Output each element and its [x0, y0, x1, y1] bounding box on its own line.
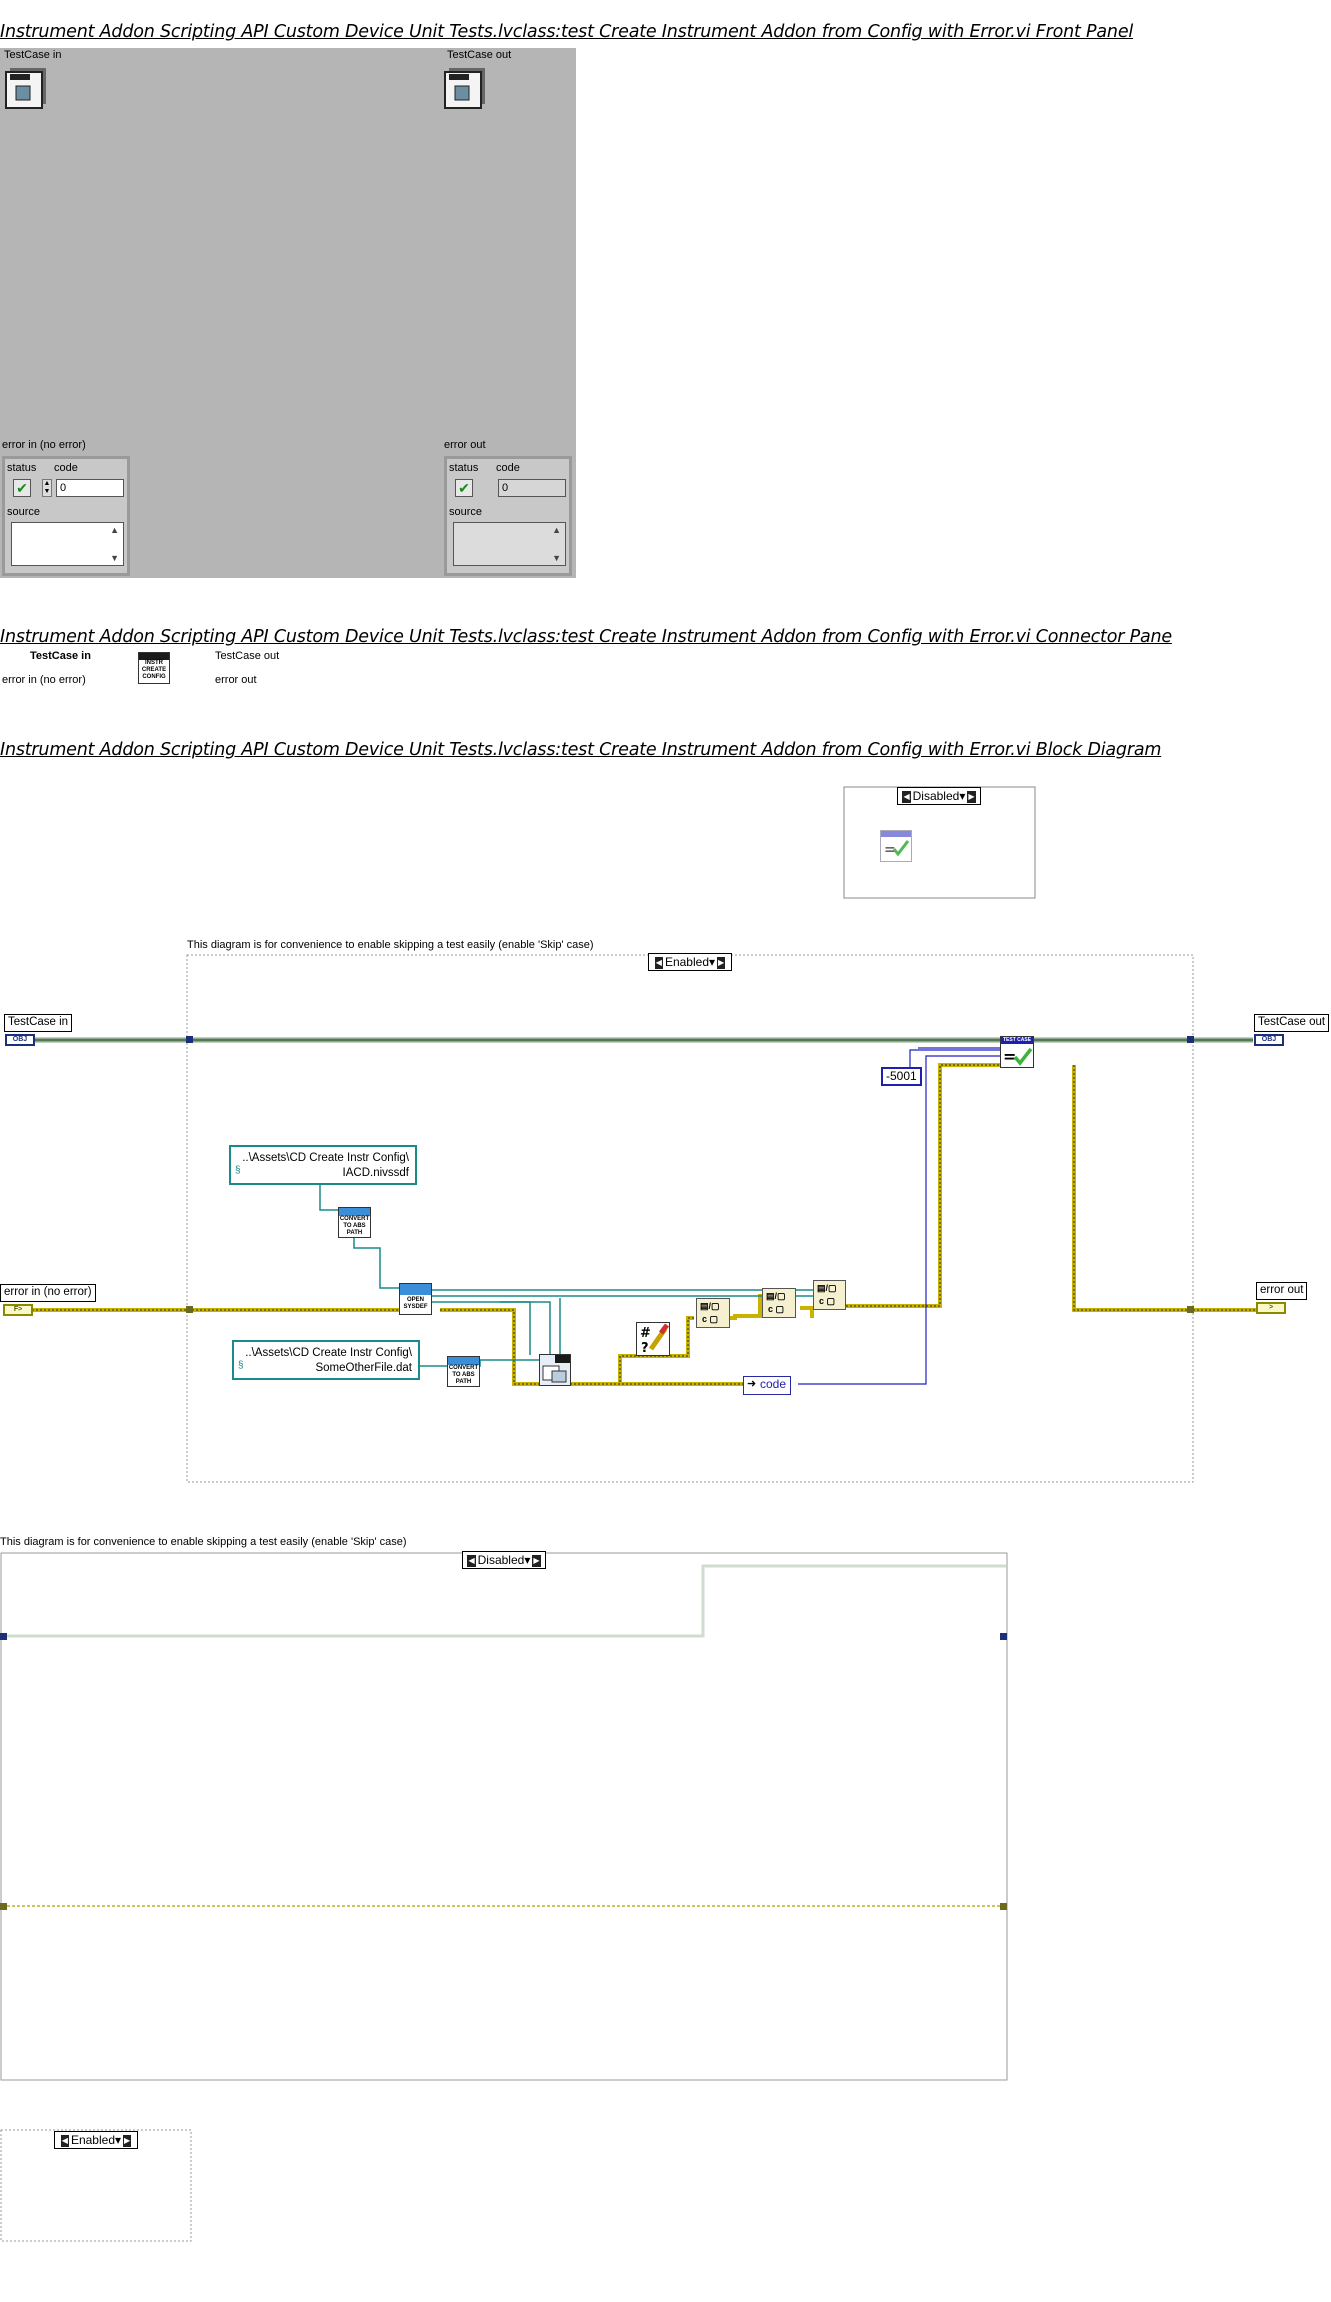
instrument-icon — [542, 1365, 567, 1383]
dropdown-arrow-icon[interactable]: ▾ — [524, 1553, 531, 1567]
close-reference-node[interactable]: ▤/▢c ▢ — [762, 1288, 796, 1318]
skip-comment: This diagram is for convenience to enabl… — [187, 939, 594, 951]
path-icon: § — [235, 1165, 241, 1176]
error-out-cluster: status code ✔ 0 source ▲ ▼ — [444, 456, 572, 576]
increment-arrow-icon[interactable]: ▶ — [967, 790, 976, 803]
connector-right-top: TestCase out — [215, 650, 280, 662]
error-in-source-label: source — [7, 506, 41, 518]
error-out-terminal[interactable]: > — [1256, 1302, 1286, 1314]
error-in-code-label: code — [54, 462, 78, 474]
dropdown-arrow-icon[interactable]: ▾ — [709, 955, 716, 969]
error-in-status-checkbox[interactable]: ✔ — [13, 479, 31, 497]
testcase-out-label: TestCase out — [447, 49, 512, 61]
error-out-status-led: ✔ — [455, 479, 473, 497]
unbundle-arrow-icon: ➜ — [747, 1378, 757, 1390]
decrement-arrow-icon[interactable]: ◀ — [654, 956, 663, 969]
error-out-status-label: status — [449, 462, 479, 474]
connector-left-bottom: error in (no error) — [2, 674, 86, 686]
increment-arrow-icon[interactable]: ▶ — [717, 956, 726, 969]
testcase-in-terminal-label: TestCase in — [4, 1014, 73, 1032]
scroll-down-icon[interactable]: ▼ — [110, 553, 119, 563]
dropdown-arrow-icon[interactable]: ▾ — [115, 2133, 122, 2147]
testcase-in-control[interactable] — [4, 66, 46, 109]
decrement-arrow-icon[interactable]: ◀ — [60, 2134, 69, 2147]
path-constant-sysdef[interactable]: § ..\Assets\CD Create Instr Config\ IACD… — [229, 1145, 417, 1185]
error-code-constant[interactable]: -5001 — [881, 1067, 922, 1086]
convert-to-abs-path-node[interactable]: CONVERT TO ABS PATH — [338, 1207, 371, 1238]
increment-arrow-icon[interactable]: ▶ — [123, 2134, 132, 2147]
error-in-terminal-label: error in (no error) — [0, 1284, 96, 1302]
path-icon: § — [238, 1360, 244, 1371]
connector-left-top: TestCase in — [30, 650, 91, 662]
convert-to-abs-path-node[interactable]: CONVERT TO ABS PATH — [447, 1356, 480, 1387]
svg-text:#: # — [640, 1326, 651, 1341]
lower-skip-comment: This diagram is for convenience to enabl… — [0, 1536, 407, 1548]
test-pass-node[interactable]: = — [880, 830, 912, 862]
testcase-out-indicator — [443, 66, 485, 109]
bottom-case-selector[interactable]: ◀Enabled▾▶ — [54, 2131, 138, 2149]
error-in-status-label: status — [7, 462, 37, 474]
testcase-in-terminal[interactable]: OBJ — [5, 1034, 35, 1046]
decrement-arrow-icon[interactable]: ◀ — [467, 1554, 476, 1567]
main-case-selector[interactable]: ◀Enabled▾▶ — [648, 953, 732, 971]
error-in-source-field[interactable]: ▲ ▼ — [11, 522, 124, 566]
front-panel-heading: Instrument Addon Scripting API Custom De… — [0, 22, 1134, 42]
close-reference-node[interactable]: ▤/▢c ▢ — [696, 1298, 730, 1328]
testcase-in-label: TestCase in — [4, 49, 62, 61]
path-constant-other-file[interactable]: § ..\Assets\CD Create Instr Config\ Some… — [232, 1340, 420, 1380]
error-out-source-label: source — [449, 506, 483, 518]
checkmark-icon: = — [1003, 1047, 1033, 1066]
error-out-terminal-label: error out — [1256, 1282, 1308, 1300]
testcase-out-terminal[interactable]: OBJ — [1254, 1034, 1284, 1046]
error-out-code-field: 0 — [498, 479, 566, 497]
error-in-terminal[interactable]: F> — [3, 1304, 33, 1316]
error-out-label: error out — [444, 439, 486, 451]
connector-pane-heading: Instrument Addon Scripting API Custom De… — [0, 627, 1172, 647]
top-case-selector[interactable]: ◀Disabled▾▶ — [897, 787, 981, 805]
scroll-up-icon[interactable]: ▲ — [552, 525, 561, 535]
vi-icon: INSTR CREATE CONFIG — [138, 652, 170, 684]
error-in-cluster[interactable]: status code ✔ ▲▼ 0 source ▲ ▼ — [2, 456, 130, 576]
error-edit-icon: # ? — [640, 1323, 669, 1356]
dropdown-arrow-icon[interactable]: ▾ — [959, 789, 966, 803]
assert-equal-node[interactable]: TEST CASE = — [1000, 1036, 1034, 1068]
clear-error-node[interactable]: # ? — [636, 1322, 670, 1356]
testcase-out-terminal-label: TestCase out — [1254, 1014, 1330, 1032]
close-sysdef-node[interactable]: ▤/▢c ▢ — [813, 1280, 846, 1310]
increment-arrow-icon[interactable]: ▶ — [532, 1554, 541, 1567]
scroll-down-icon[interactable]: ▼ — [552, 553, 561, 563]
checkmark-icon: = — [884, 840, 910, 858]
error-in-code-field[interactable]: 0 — [56, 479, 124, 497]
test-object-icon — [444, 68, 485, 109]
error-in-label: error in (no error) — [2, 439, 86, 451]
svg-text:?: ? — [641, 1341, 649, 1355]
open-sysdef-node[interactable]: OPEN SYSDEF — [399, 1283, 432, 1315]
svg-text:=: = — [884, 842, 896, 858]
svg-text:=: = — [1003, 1047, 1016, 1066]
error-in-code-stepper[interactable]: ▲▼ — [42, 479, 52, 497]
create-instrument-addon-node[interactable] — [539, 1354, 571, 1386]
block-diagram-heading: Instrument Addon Scripting API Custom De… — [0, 740, 1162, 760]
error-out-code-label: code — [496, 462, 520, 474]
error-out-source-field: ▲ ▼ — [453, 522, 566, 566]
connector-right-bottom: error out — [215, 674, 257, 686]
scroll-up-icon[interactable]: ▲ — [110, 525, 119, 535]
front-panel: TestCase in TestCase out error in (no er… — [0, 48, 576, 578]
lower-case-selector[interactable]: ◀Disabled▾▶ — [462, 1551, 546, 1569]
test-object-icon — [5, 68, 46, 109]
decrement-arrow-icon[interactable]: ◀ — [902, 790, 911, 803]
unbundle-code-node[interactable]: code — [743, 1376, 792, 1395]
